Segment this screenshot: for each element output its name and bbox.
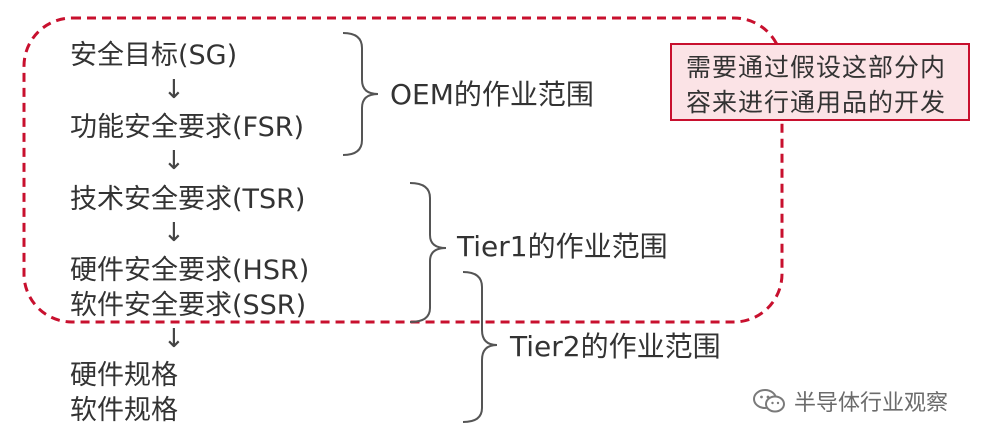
item-hardware-safety-requirement: 硬件安全要求(HSR) — [70, 255, 310, 286]
oem-scope-label: OEM的作业范围 — [390, 78, 594, 111]
arrow-down-2: ↓ — [163, 146, 185, 176]
item-technical-safety-requirement: 技术安全要求(TSR) — [70, 184, 306, 215]
item-software-spec: 软件规格 — [70, 395, 178, 426]
watermark: 半导体行业观察 — [752, 384, 948, 418]
item-software-safety-requirement: 软件安全要求(SSR) — [70, 290, 307, 321]
oem-tier1-dashed-region — [22, 16, 784, 324]
tier1-scope-label: Tier1的作业范围 — [457, 230, 668, 263]
wechat-icon — [753, 389, 785, 413]
watermark-text: 半导体行业观察 — [794, 391, 949, 416]
note-line-1: 需要通过假设这部分内 — [686, 53, 947, 82]
tier1-brace — [409, 182, 447, 323]
item-hardware-spec: 硬件规格 — [70, 360, 178, 391]
generic-product-note: 需要通过假设这部分内 容来进行通用品的开发 — [670, 43, 970, 121]
item-functional-safety-requirement: 功能安全要求(FSR) — [70, 112, 305, 143]
arrow-down-3: ↓ — [163, 218, 185, 248]
arrow-down-4: ↓ — [163, 324, 185, 354]
oem-brace — [342, 32, 379, 156]
item-safety-goal: 安全目标(SG) — [70, 40, 238, 71]
note-line-2: 容来进行通用品的开发 — [686, 88, 947, 117]
tier2-scope-label: Tier2的作业范围 — [510, 330, 721, 363]
arrow-down-1: ↓ — [163, 75, 185, 105]
tier2-brace — [462, 271, 498, 423]
